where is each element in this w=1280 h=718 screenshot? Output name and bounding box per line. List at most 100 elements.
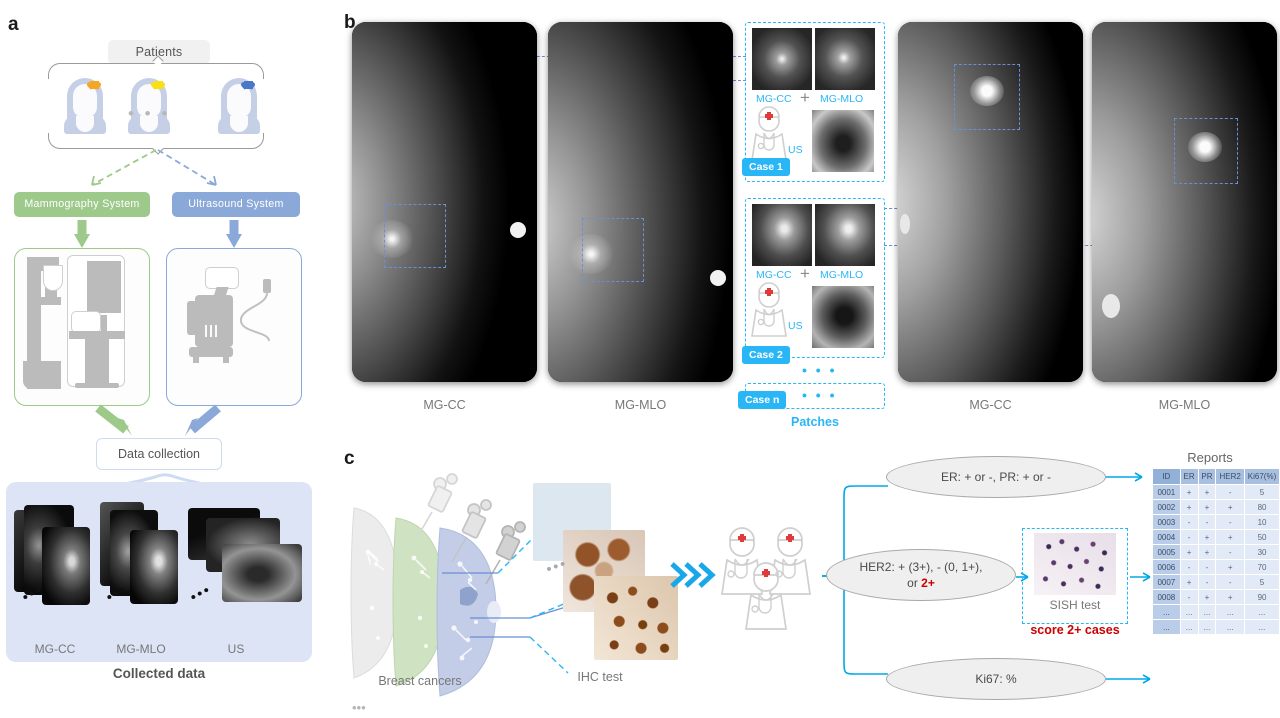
mammogram-case2-mlo[interactable] bbox=[1092, 22, 1277, 382]
table-cell: - bbox=[1198, 515, 1216, 529]
panel-a-letter: a bbox=[8, 14, 19, 35]
panel-a-arrows-mid bbox=[74, 220, 242, 248]
table-cell: ... bbox=[1180, 620, 1198, 634]
table-cell: 10 bbox=[1245, 515, 1279, 529]
patient-face bbox=[73, 84, 97, 118]
table-row[interactable]: 0008-++90 bbox=[1153, 590, 1279, 604]
panel-a-arrows-top bbox=[91, 149, 217, 186]
ultrasound-equipment-illustration bbox=[166, 248, 302, 406]
ihc-image-3[interactable] bbox=[594, 576, 678, 660]
her2-decision-node[interactable]: HER2: + (3+), - (0, 1+), or 2+ bbox=[826, 549, 1016, 601]
table-cell: ... bbox=[1216, 620, 1245, 634]
patch-case1-mlo[interactable] bbox=[815, 28, 875, 90]
table-cell: ... bbox=[1180, 605, 1198, 619]
roi-box-case2-mlo bbox=[1174, 118, 1238, 184]
heart-clip-icon bbox=[244, 81, 253, 89]
patient-collar bbox=[230, 116, 248, 132]
sish-image[interactable] bbox=[1034, 533, 1116, 595]
svg-text:•••: ••• bbox=[352, 700, 366, 715]
table-cell: 0005 bbox=[1153, 545, 1180, 559]
score-2plus-label: score 2+ cases bbox=[1030, 623, 1120, 637]
patch-case1-cc[interactable] bbox=[752, 28, 812, 90]
table-cell: - bbox=[1216, 485, 1245, 499]
breast-cancers-label: Breast cancers bbox=[378, 674, 462, 688]
panel-a: a Patients • • • Mammography System Ultr… bbox=[0, 0, 330, 710]
table-row[interactable]: 0002+++80 bbox=[1153, 500, 1279, 514]
table-cell: + bbox=[1198, 530, 1216, 544]
heart-clip-icon bbox=[154, 81, 163, 89]
doctors-group-icon bbox=[721, 527, 811, 630]
table-row[interactable]: ............... bbox=[1153, 605, 1279, 619]
ki67-decision-node[interactable]: Ki67: % bbox=[886, 658, 1106, 700]
table-cell: ... bbox=[1198, 620, 1216, 634]
patient-figure-2 bbox=[126, 76, 172, 134]
roi-box-case1-cc bbox=[384, 204, 446, 268]
casen-ellipsis: • • • bbox=[802, 387, 837, 403]
table-row[interactable]: 0001++-5 bbox=[1153, 485, 1279, 499]
syringe-icons bbox=[417, 473, 526, 585]
mammography-system-box[interactable]: Mammography System bbox=[14, 192, 150, 217]
table-cell: + bbox=[1216, 590, 1245, 604]
table-cell: ... bbox=[1245, 605, 1279, 619]
her2-line2: or 2+ bbox=[907, 576, 935, 590]
table-row[interactable]: 0007+--5 bbox=[1153, 575, 1279, 589]
patch-label-case1-us: US bbox=[788, 144, 803, 156]
patient-face bbox=[137, 84, 161, 118]
table-cell: + bbox=[1180, 545, 1198, 559]
case-tag-n[interactable]: Case n bbox=[738, 391, 787, 409]
table-cell: 90 bbox=[1245, 590, 1279, 604]
case1-patch-group bbox=[745, 22, 885, 182]
breast-to-ihc-connectors bbox=[442, 532, 569, 674]
table-cell: 0006 bbox=[1153, 560, 1180, 574]
patch-case2-mlo[interactable] bbox=[815, 204, 875, 266]
table-row[interactable]: 0005++-30 bbox=[1153, 545, 1279, 559]
table-cell: ... bbox=[1198, 605, 1216, 619]
mammogram-caption-2: MG-MLO bbox=[614, 398, 667, 412]
patch-case2-us[interactable] bbox=[812, 286, 874, 348]
mammography-equipment-illustration bbox=[14, 248, 150, 406]
patient-face bbox=[227, 84, 251, 118]
patient-figure-1 bbox=[62, 76, 108, 134]
patch-label-case1-cc: MG-CC bbox=[756, 93, 792, 105]
ihc-test-label: IHC test bbox=[577, 670, 623, 684]
mammogram-case2-cc[interactable] bbox=[898, 22, 1083, 382]
case-tag-2[interactable]: Case 2 bbox=[742, 346, 790, 364]
mammogram-case1-cc[interactable] bbox=[352, 22, 537, 382]
table-cell: ... bbox=[1153, 605, 1180, 619]
table-row[interactable]: 0003---10 bbox=[1153, 515, 1279, 529]
col-ki67: Ki67(%) bbox=[1245, 469, 1279, 484]
table-cell: 0001 bbox=[1153, 485, 1180, 499]
table-row[interactable]: 0006--+70 bbox=[1153, 560, 1279, 574]
roi-box-case1-mlo bbox=[582, 218, 644, 282]
case-tag-1[interactable]: Case 1 bbox=[742, 158, 790, 176]
patch-case1-us[interactable] bbox=[812, 110, 874, 172]
patch-label-case2-mlo: MG-MLO bbox=[820, 269, 864, 281]
table-row[interactable]: ............... bbox=[1153, 620, 1279, 634]
patch-case2-cc[interactable] bbox=[752, 204, 812, 266]
er-pr-decision-node[interactable]: ER: + or -, PR: + or - bbox=[886, 456, 1106, 498]
ultrasound-system-box[interactable]: Ultrasound System bbox=[172, 192, 300, 217]
mammogram-case1-mlo[interactable] bbox=[548, 22, 733, 382]
table-cell: + bbox=[1180, 500, 1198, 514]
table-cell: 50 bbox=[1245, 530, 1279, 544]
table-cell: 30 bbox=[1245, 545, 1279, 559]
patients-ellipsis: • • • bbox=[128, 104, 171, 123]
stack-label-mg-cc: MG-CC bbox=[34, 642, 76, 656]
plus-icon-case2: + bbox=[800, 264, 810, 283]
sish-test-label: SISH test bbox=[1049, 598, 1101, 612]
patch-label-case2-us: US bbox=[788, 320, 803, 332]
probe-cable-icon bbox=[240, 290, 270, 342]
heart-clip-icon bbox=[90, 81, 99, 89]
table-cell: - bbox=[1198, 575, 1216, 589]
table-row[interactable]: 0004-++50 bbox=[1153, 530, 1279, 544]
table-cell: 5 bbox=[1245, 575, 1279, 589]
data-collection-box[interactable]: Data collection bbox=[96, 438, 222, 470]
table-cell: 0004 bbox=[1153, 530, 1180, 544]
stack-label-us: US bbox=[227, 642, 245, 656]
table-cell: + bbox=[1198, 545, 1216, 559]
ki67-text: Ki67: % bbox=[975, 671, 1017, 686]
collected-data-caption: Collected data bbox=[112, 666, 206, 681]
sish-test-box bbox=[1022, 528, 1128, 624]
chevron-arrows-icon bbox=[670, 562, 716, 588]
